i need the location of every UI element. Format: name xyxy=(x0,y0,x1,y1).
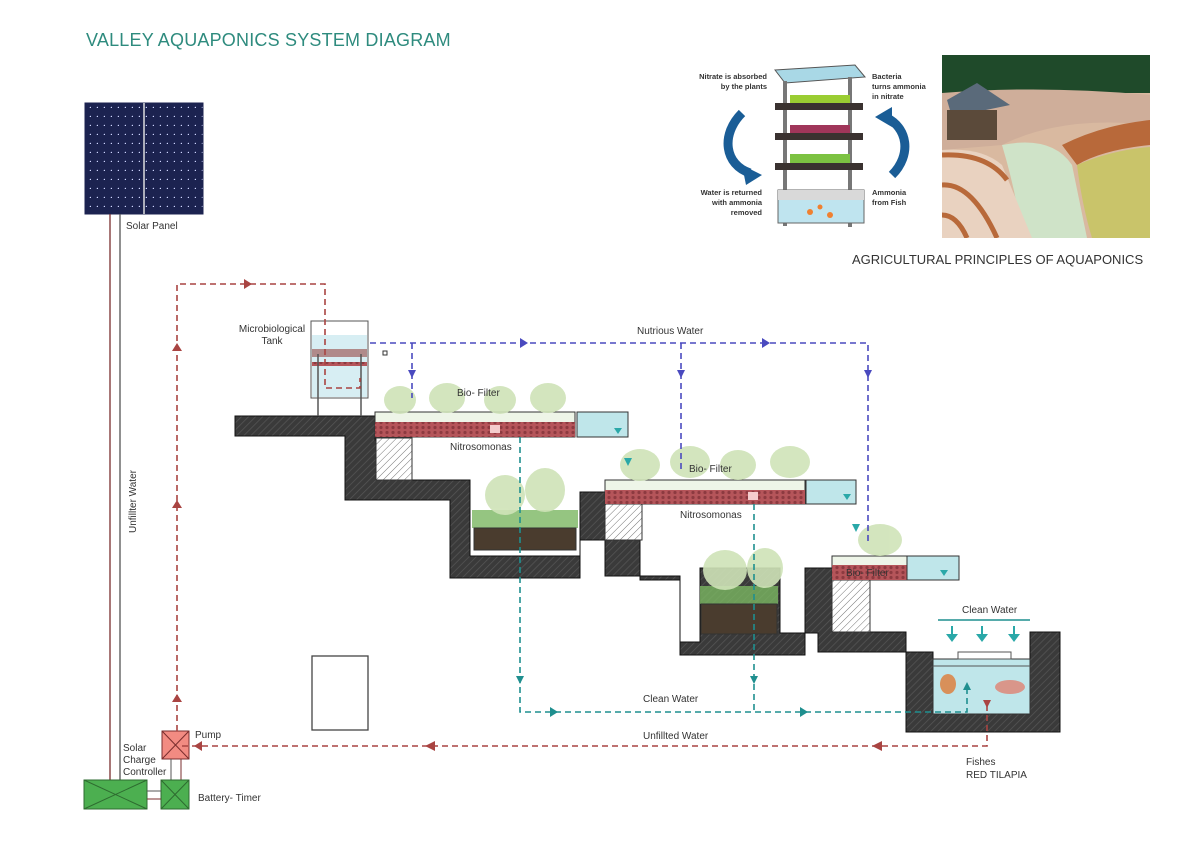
page-title: VALLEY AQUAPONICS SYSTEM DIAGRAM xyxy=(86,30,451,50)
solar-panel xyxy=(84,102,204,215)
flow-arrow-right-icon xyxy=(244,279,252,289)
shelf-1 xyxy=(775,95,863,110)
support-1 xyxy=(375,437,413,481)
bio-filter-3 xyxy=(831,555,960,581)
flow-arrow-down-icon xyxy=(983,700,991,708)
nutrious-water-flow xyxy=(370,342,869,545)
flow-arrow-right-icon xyxy=(800,707,808,717)
fish-2 xyxy=(995,680,1025,694)
bio-filter-1 xyxy=(374,411,629,438)
post-right xyxy=(848,77,852,227)
support-3 xyxy=(831,579,871,633)
flow-arrow-down-icon xyxy=(677,370,685,378)
label-water-returned-1: Water is returned xyxy=(700,188,762,197)
microbiological-tank xyxy=(310,320,369,416)
label-pump: Pump xyxy=(195,730,222,741)
support-2 xyxy=(604,499,643,541)
flow-arrow-up-icon xyxy=(963,682,971,690)
flow-arrow-right-icon xyxy=(762,338,770,348)
label-nitrate-absorbed-2: by the plants xyxy=(720,82,767,91)
label-controller-3: Controller xyxy=(123,767,167,778)
label-nutrious-water: Nutrious Water xyxy=(637,326,704,337)
label-clean-water: Clean Water xyxy=(643,694,699,705)
flow-arrow-up-icon xyxy=(172,500,182,508)
label-nitrosomonas-2: Nitrosomonas xyxy=(680,510,742,521)
label-bio-filter-2: Bio- Filter xyxy=(689,464,732,475)
flow-arrow-left-icon xyxy=(872,741,882,751)
plants xyxy=(384,383,902,590)
label-water-returned-3: removed xyxy=(730,208,762,217)
label-bacteria-1: Bacteria xyxy=(872,72,902,81)
hut-roof xyxy=(947,83,1010,117)
label-bio-filter-3: Bio- Filter xyxy=(846,568,889,579)
label-water-returned-2: with ammonia xyxy=(711,198,762,207)
flow-arrow-down-icon xyxy=(516,676,524,684)
planter-2 xyxy=(700,586,778,635)
flow-arrow-left-icon xyxy=(425,741,435,751)
flow-arrow-up-icon xyxy=(172,343,182,351)
label-solar-panel: Solar Panel xyxy=(126,221,178,232)
label-red-tilapia: RED TILAPIA xyxy=(966,770,1027,781)
planter-1 xyxy=(472,510,578,551)
bio-filter-2 xyxy=(604,479,857,505)
flow-arrow-down-icon xyxy=(408,370,416,378)
concrete-terrace-structure xyxy=(234,415,1061,733)
label-controller-2: Charge xyxy=(123,755,156,766)
label-bacteria-2: turns ammonia xyxy=(872,82,926,91)
flow-arrow-right-icon xyxy=(520,338,528,348)
label-battery-timer: Battery- Timer xyxy=(198,793,261,804)
shelf-2 xyxy=(775,125,863,140)
clean-water-arrows xyxy=(946,626,1020,642)
label-fishes: Fishes xyxy=(966,757,996,768)
fish-1 xyxy=(940,674,956,694)
post-left xyxy=(783,81,787,226)
fish-tank xyxy=(932,651,1031,715)
label-unfiltered-water: Unfillted Water xyxy=(643,731,709,742)
flow-arrow-down-icon xyxy=(864,370,872,378)
rice-terrace-photo xyxy=(942,55,1150,238)
blank-box xyxy=(311,655,369,731)
small-marker xyxy=(382,350,388,356)
inset-subtitle: AGRICULTURAL PRINCIPLES OF AQUAPONICS xyxy=(852,252,1144,267)
aquaponics-cycle-illustration xyxy=(723,64,910,227)
label-nitrosomonas-1: Nitrosomonas xyxy=(450,442,512,453)
unfiltered-water-flow xyxy=(176,283,988,747)
label-nitrate-absorbed-1: Nitrate is absorbed xyxy=(699,72,767,81)
label-controller-1: Solar xyxy=(123,743,147,754)
label-clean-water-inlet: Clean Water xyxy=(962,605,1018,616)
label-unfilter-water-vertical: Unfillter Water xyxy=(128,470,139,533)
flow-arrow-up-icon xyxy=(172,694,182,702)
roof-panel xyxy=(774,64,867,84)
hut xyxy=(947,110,997,140)
label-microbiological-tank-2: Tank xyxy=(261,336,283,347)
label-ammonia-2: from Fish xyxy=(872,198,907,207)
label-ammonia-1: Ammonia xyxy=(872,188,907,197)
shelf-3 xyxy=(775,154,863,170)
flow-arrow-down-icon xyxy=(750,676,758,684)
flow-arrow-left-icon xyxy=(194,741,202,751)
label-bio-filter-1: Bio- Filter xyxy=(457,388,500,399)
label-microbiological-tank-1: Microbiological xyxy=(238,324,306,335)
label-bacteria-3: in nitrate xyxy=(872,92,904,101)
flow-arrow-right-icon xyxy=(550,707,558,717)
